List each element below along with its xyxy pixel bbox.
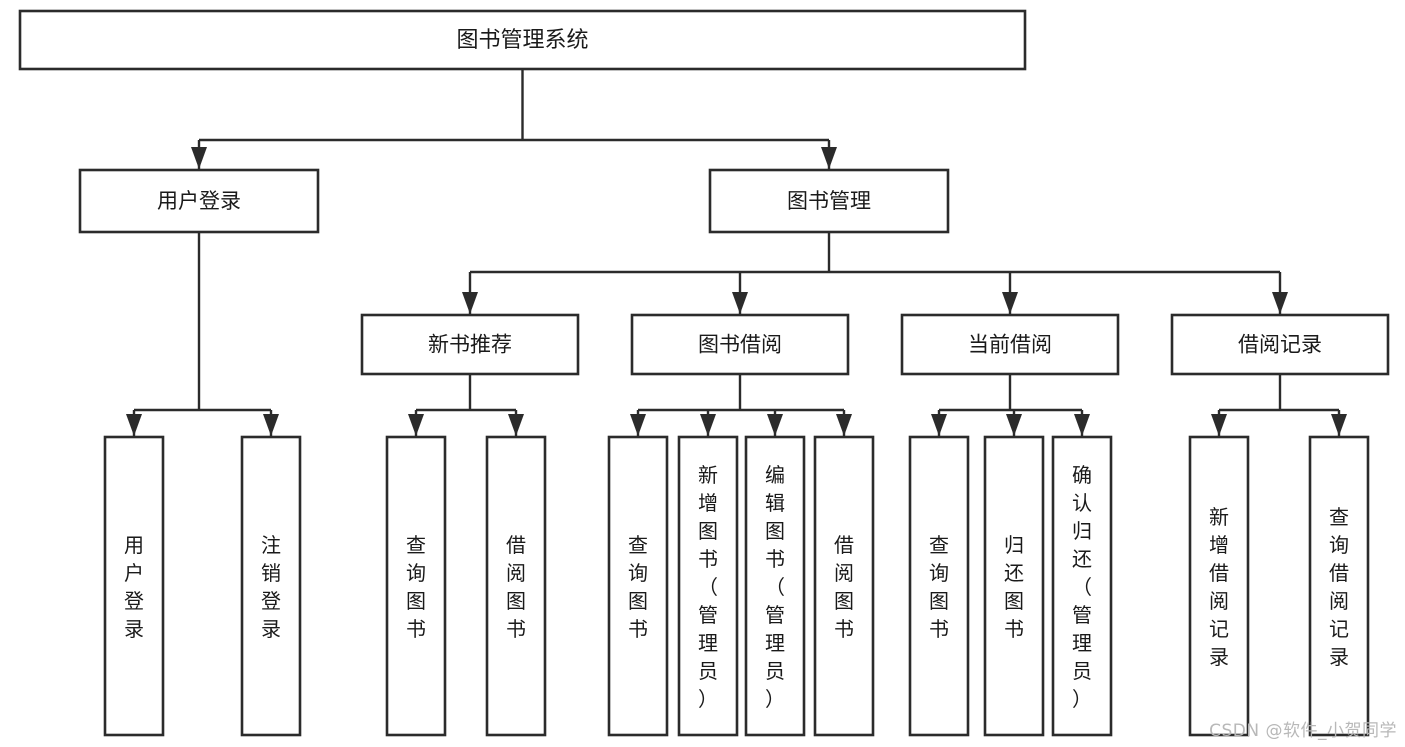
node-leaf-borrow-book-2[interactable]: 借阅图书 [813,435,875,737]
node-box-leaf-borrow-book-2[interactable] [813,435,875,737]
node-leaf-query-book-3[interactable]: 查询图书 [908,435,970,737]
arrow-head-icon-leaf-borrow-book-2 [836,414,852,436]
arrow-head-icon-leaf-confirm-return [1074,414,1090,436]
node-label-leaf-query-record: 查询借阅记录 [1329,505,1349,669]
node-leaf-edit-book[interactable]: 编辑图书（管理员） [744,435,806,737]
node-box-book-borrow[interactable] [630,313,850,376]
node-label-leaf-user-logout: 注销登录 [261,533,281,641]
node-new-book-recommend[interactable]: 新书推荐 [360,313,580,376]
node-box-leaf-confirm-return[interactable] [1051,435,1113,737]
node-box-leaf-query-record[interactable] [1308,435,1370,737]
node-label-book-borrow: 图书借阅 [698,333,782,357]
node-label-leaf-user-login: 用户登录 [124,533,144,641]
node-leaf-query-book-1[interactable]: 查询图书 [385,435,447,737]
node-leaf-user-login[interactable]: 用户登录 [103,435,165,737]
node-label-root: 图书管理系统 [456,28,588,53]
node-leaf-add-record[interactable]: 新增借阅记录 [1188,435,1250,737]
node-current-borrow[interactable]: 当前借阅 [900,313,1120,376]
node-box-borrow-record[interactable] [1170,313,1390,376]
arrow-head-icon-user-login [191,147,207,169]
node-root[interactable]: 图书管理系统 [18,9,1027,71]
node-label-leaf-query-book-3: 查询图书 [929,533,949,641]
node-box-leaf-edit-book[interactable] [744,435,806,737]
node-label-leaf-borrow-book-2: 借阅图书 [834,533,854,641]
node-box-leaf-add-record[interactable] [1188,435,1250,737]
connector-layer [126,69,1347,436]
arrow-head-icon-leaf-query-book-3 [931,414,947,436]
node-leaf-user-logout[interactable]: 注销登录 [240,435,302,737]
arrow-head-icon-leaf-return-book [1006,414,1022,436]
node-box-leaf-query-book-3[interactable] [908,435,970,737]
node-box-leaf-user-login[interactable] [103,435,165,737]
node-box-leaf-borrow-book-1[interactable] [485,435,547,737]
node-box-leaf-query-book-2[interactable] [607,435,669,737]
node-leaf-add-book[interactable]: 新增图书（管理员） [677,435,739,737]
node-box-leaf-user-logout[interactable] [240,435,302,737]
arrow-head-icon-leaf-query-book-2 [630,414,646,436]
arrow-head-icon-leaf-borrow-book-1 [508,414,524,436]
node-label-borrow-record: 借阅记录 [1238,333,1322,357]
node-leaf-confirm-return[interactable]: 确认归还（管理员） [1051,435,1113,737]
node-leaf-query-book-2[interactable]: 查询图书 [607,435,669,737]
node-user-login[interactable]: 用户登录 [78,168,320,234]
arrow-head-icon-leaf-user-login [126,414,142,436]
arrow-head-icon-borrow-record [1272,292,1288,314]
arrow-head-icon-book-borrow [732,292,748,314]
arrow-head-icon-book-manage [821,147,837,169]
node-leaf-borrow-book-1[interactable]: 借阅图书 [485,435,547,737]
node-book-manage[interactable]: 图书管理 [708,168,950,234]
node-box-leaf-add-book[interactable] [677,435,739,737]
node-label-current-borrow: 当前借阅 [968,333,1052,357]
arrow-head-icon-leaf-add-record [1211,414,1227,436]
node-leaf-return-book[interactable]: 归还图书 [983,435,1045,737]
node-label-leaf-add-book: 新增图书（管理员） [698,463,718,711]
arrow-head-icon-leaf-user-logout [263,414,279,436]
arrow-head-icon-leaf-query-book-1 [408,414,424,436]
node-box-leaf-return-book[interactable] [983,435,1045,737]
node-label-leaf-return-book: 归还图书 [1004,533,1024,641]
arrow-head-icon-leaf-edit-book [767,414,783,436]
node-label-leaf-confirm-return: 确认归还（管理员） [1072,463,1092,711]
node-layer: 图书管理系统用户登录图书管理新书推荐图书借阅当前借阅借阅记录用户登录注销登录查询… [18,9,1390,737]
node-label-user-login: 用户登录 [157,189,241,213]
node-borrow-record[interactable]: 借阅记录 [1170,313,1390,376]
node-label-leaf-query-book-1: 查询图书 [406,533,426,641]
node-label-leaf-borrow-book-1: 借阅图书 [506,533,526,641]
arrow-head-icon-leaf-add-book [700,414,716,436]
node-label-new-book-recommend: 新书推荐 [428,333,512,357]
node-label-leaf-query-book-2: 查询图书 [628,533,648,641]
arrow-head-icon-new-book-recommend [462,292,478,314]
node-label-leaf-edit-book: 编辑图书（管理员） [765,463,785,711]
node-label-leaf-add-record: 新增借阅记录 [1209,505,1229,669]
node-leaf-query-record[interactable]: 查询借阅记录 [1308,435,1370,737]
node-book-borrow[interactable]: 图书借阅 [630,313,850,376]
watermark-text: CSDN @软件_小贺同学 [1209,721,1397,741]
arrow-head-icon-current-borrow [1002,292,1018,314]
arrow-head-icon-leaf-query-record [1331,414,1347,436]
node-box-book-manage[interactable] [708,168,950,234]
node-box-root[interactable] [18,9,1027,71]
node-box-leaf-query-book-1[interactable] [385,435,447,737]
node-box-new-book-recommend[interactable] [360,313,580,376]
node-box-current-borrow[interactable] [900,313,1120,376]
node-box-user-login[interactable] [78,168,320,234]
node-label-book-manage: 图书管理 [787,189,871,213]
